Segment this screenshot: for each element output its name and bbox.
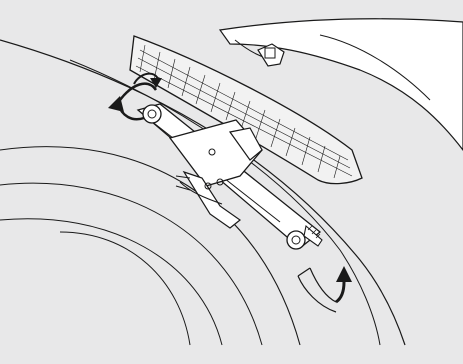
jack-end-knob-left	[143, 105, 161, 123]
jack-end-knob-right	[287, 231, 305, 249]
